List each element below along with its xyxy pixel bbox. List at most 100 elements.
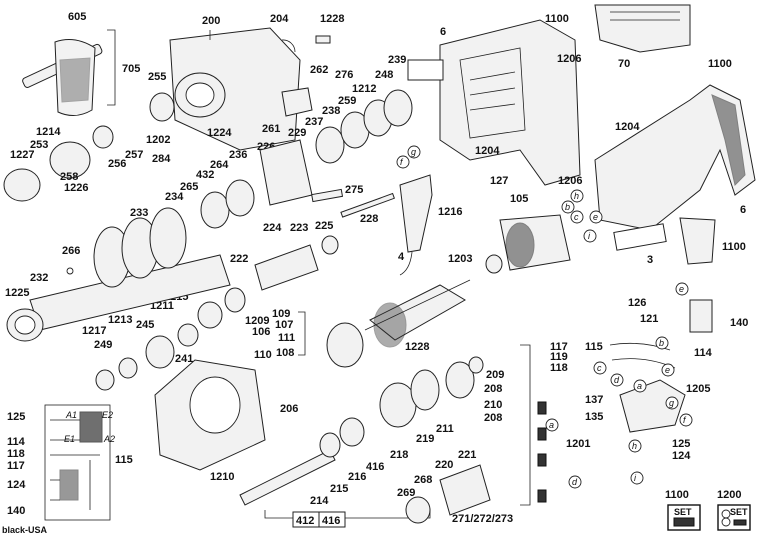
label-416-mid: 416 bbox=[366, 461, 384, 473]
label-200: 200 bbox=[202, 15, 220, 27]
label-6-top: 6 bbox=[440, 26, 446, 38]
label-229: 229 bbox=[288, 127, 306, 139]
label-705: 705 bbox=[122, 63, 140, 75]
motor-housing bbox=[439, 19, 581, 186]
label-215: 215 bbox=[330, 483, 348, 495]
label-107: 107 bbox=[275, 319, 293, 331]
svg-text:a: a bbox=[637, 381, 642, 391]
svg-text:d: d bbox=[572, 477, 578, 487]
svg-text:d: d bbox=[614, 375, 620, 385]
label-1225: 1225 bbox=[5, 287, 29, 299]
label-1100-right: 1100 bbox=[708, 58, 732, 70]
svg-text:f: f bbox=[400, 157, 404, 167]
label-232: 232 bbox=[30, 272, 48, 284]
label-209: 209 bbox=[486, 369, 504, 381]
label-208-bottom: 208 bbox=[484, 412, 502, 424]
label-black-usa: black-USA bbox=[2, 525, 48, 535]
set-badge-1100: SET bbox=[667, 504, 701, 531]
label-256: 256 bbox=[108, 158, 126, 170]
label-216: 216 bbox=[348, 471, 366, 483]
ring-stack-upper bbox=[315, 89, 413, 164]
set-badge-1200: SET bbox=[717, 504, 751, 531]
label-238: 238 bbox=[322, 105, 340, 117]
svg-text:c: c bbox=[597, 363, 602, 373]
gearbox-cover bbox=[154, 359, 266, 471]
label-1228-mid: 1228 bbox=[405, 341, 429, 353]
label-266: 266 bbox=[62, 245, 80, 257]
svg-text:f: f bbox=[683, 415, 687, 425]
label-126: 126 bbox=[628, 297, 646, 309]
label-109: 109 bbox=[272, 308, 290, 320]
svg-text:i: i bbox=[588, 231, 591, 241]
clutch-assembly bbox=[405, 464, 491, 524]
label-210: 210 bbox=[484, 399, 502, 411]
label-255: 255 bbox=[148, 71, 166, 83]
label-1202: 1202 bbox=[146, 134, 170, 146]
label-118-left: 118 bbox=[7, 448, 25, 460]
small-parts-left bbox=[95, 323, 199, 391]
label-1226: 1226 bbox=[64, 182, 88, 194]
label-111: 111 bbox=[278, 332, 295, 344]
label-211: 211 bbox=[436, 423, 454, 435]
svg-text:c: c bbox=[574, 212, 579, 222]
label-218: 218 bbox=[390, 449, 408, 461]
label-108: 108 bbox=[276, 347, 294, 359]
label-121: 121 bbox=[640, 313, 658, 325]
label-234: 234 bbox=[165, 191, 184, 203]
label-236: 236 bbox=[229, 149, 247, 161]
carbon-brushes bbox=[537, 401, 547, 503]
label-70: 70 bbox=[618, 58, 630, 70]
label-268: 268 bbox=[414, 474, 432, 486]
output-shaft bbox=[239, 417, 365, 506]
label-208-top: 208 bbox=[484, 383, 502, 395]
label-214: 214 bbox=[310, 495, 329, 507]
label-1205: 1205 bbox=[686, 383, 710, 395]
label-118-center: 118 bbox=[550, 362, 568, 374]
svg-text:b: b bbox=[659, 338, 664, 348]
armature bbox=[364, 279, 471, 348]
svg-text:i: i bbox=[634, 473, 637, 483]
label-269: 269 bbox=[397, 487, 415, 499]
label-275: 275 bbox=[345, 184, 363, 196]
label-239: 239 bbox=[388, 54, 406, 66]
label-117-left: 117 bbox=[7, 460, 25, 472]
label-416-bottom: 416 bbox=[322, 515, 340, 527]
rear-handle bbox=[594, 84, 756, 231]
gear-cluster bbox=[379, 356, 484, 428]
label-1227: 1227 bbox=[10, 149, 34, 161]
label-1206-bottom: 1206 bbox=[558, 175, 582, 187]
label-1100-badge: 1100 bbox=[665, 489, 689, 501]
label-125-right: 125 bbox=[672, 438, 690, 450]
carry-case bbox=[594, 4, 691, 53]
gear-housing bbox=[169, 27, 301, 151]
label-115-right: 115 bbox=[585, 341, 603, 353]
label-1228-top: 1228 bbox=[320, 13, 344, 25]
label-1203: 1203 bbox=[448, 253, 472, 265]
intermediate-shaft bbox=[197, 235, 339, 329]
spindle bbox=[6, 207, 231, 342]
label-140-right: 140 bbox=[730, 317, 748, 329]
svg-text:A2: A2 bbox=[103, 434, 115, 444]
callout-letters: f g h b c e i e a b c d a e g f h i d bbox=[396, 145, 693, 489]
label-1216: 1216 bbox=[438, 206, 462, 218]
label-1100-side: 1100 bbox=[722, 241, 746, 253]
label-124-left: 124 bbox=[7, 479, 26, 491]
gear-and-bearing-cluster bbox=[200, 139, 344, 229]
label-220: 220 bbox=[435, 459, 453, 471]
label-110: 110 bbox=[254, 349, 272, 361]
label-124-right: 124 bbox=[672, 450, 691, 462]
label-261: 261 bbox=[262, 123, 280, 135]
label-1200-badge: 1200 bbox=[717, 489, 741, 501]
label-1204-right: 1204 bbox=[615, 121, 640, 133]
label-1224: 1224 bbox=[207, 127, 232, 139]
label-115-left: 115 bbox=[115, 454, 133, 466]
label-4: 4 bbox=[398, 251, 405, 263]
label-225: 225 bbox=[315, 220, 333, 232]
label-1214: 1214 bbox=[36, 126, 61, 138]
label-262: 262 bbox=[310, 64, 328, 76]
label-249: 249 bbox=[94, 339, 112, 351]
label-1210: 1210 bbox=[210, 471, 234, 483]
label-222: 222 bbox=[230, 253, 248, 265]
svg-text:e: e bbox=[665, 365, 670, 375]
svg-text:h: h bbox=[632, 441, 637, 451]
